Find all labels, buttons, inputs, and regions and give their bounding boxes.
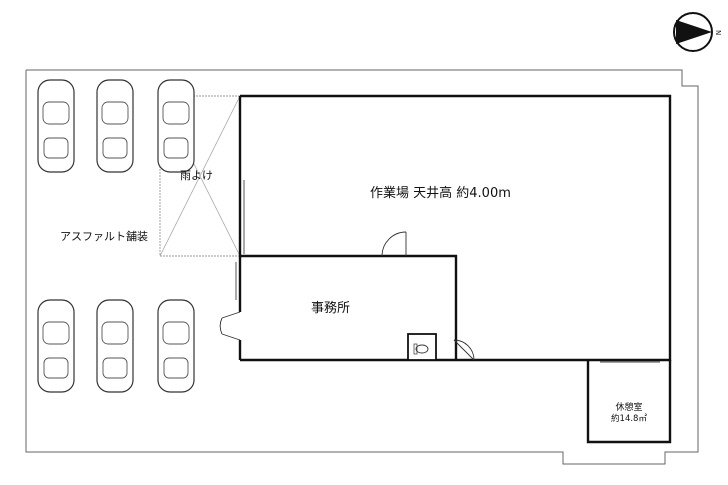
pavement-label: アスファルト舗装 [60,229,148,243]
parked-car [96,79,134,173]
building-walls [238,94,672,444]
rest-room-area: 約14.8㎡ [611,413,647,424]
rest-room-label: 休憩室 [615,401,642,413]
north-letter: N [714,30,722,35]
canopy-label: 雨よけ [180,169,213,182]
office-label: 事務所 [311,301,350,316]
toilet [407,333,437,361]
parked-car [37,299,75,393]
parked-car [157,79,195,173]
parked-car [96,299,134,393]
door-toilet [453,339,475,361]
door-office-entrance [219,311,241,341]
workshop-label: 作業場 天井高 約4.00m [370,185,511,201]
parked-car [157,299,195,393]
parked-car [37,79,75,173]
north-compass-icon: N [673,12,722,52]
site-boundary [25,69,699,465]
door-workshop [381,231,407,257]
window-lines [235,180,660,363]
